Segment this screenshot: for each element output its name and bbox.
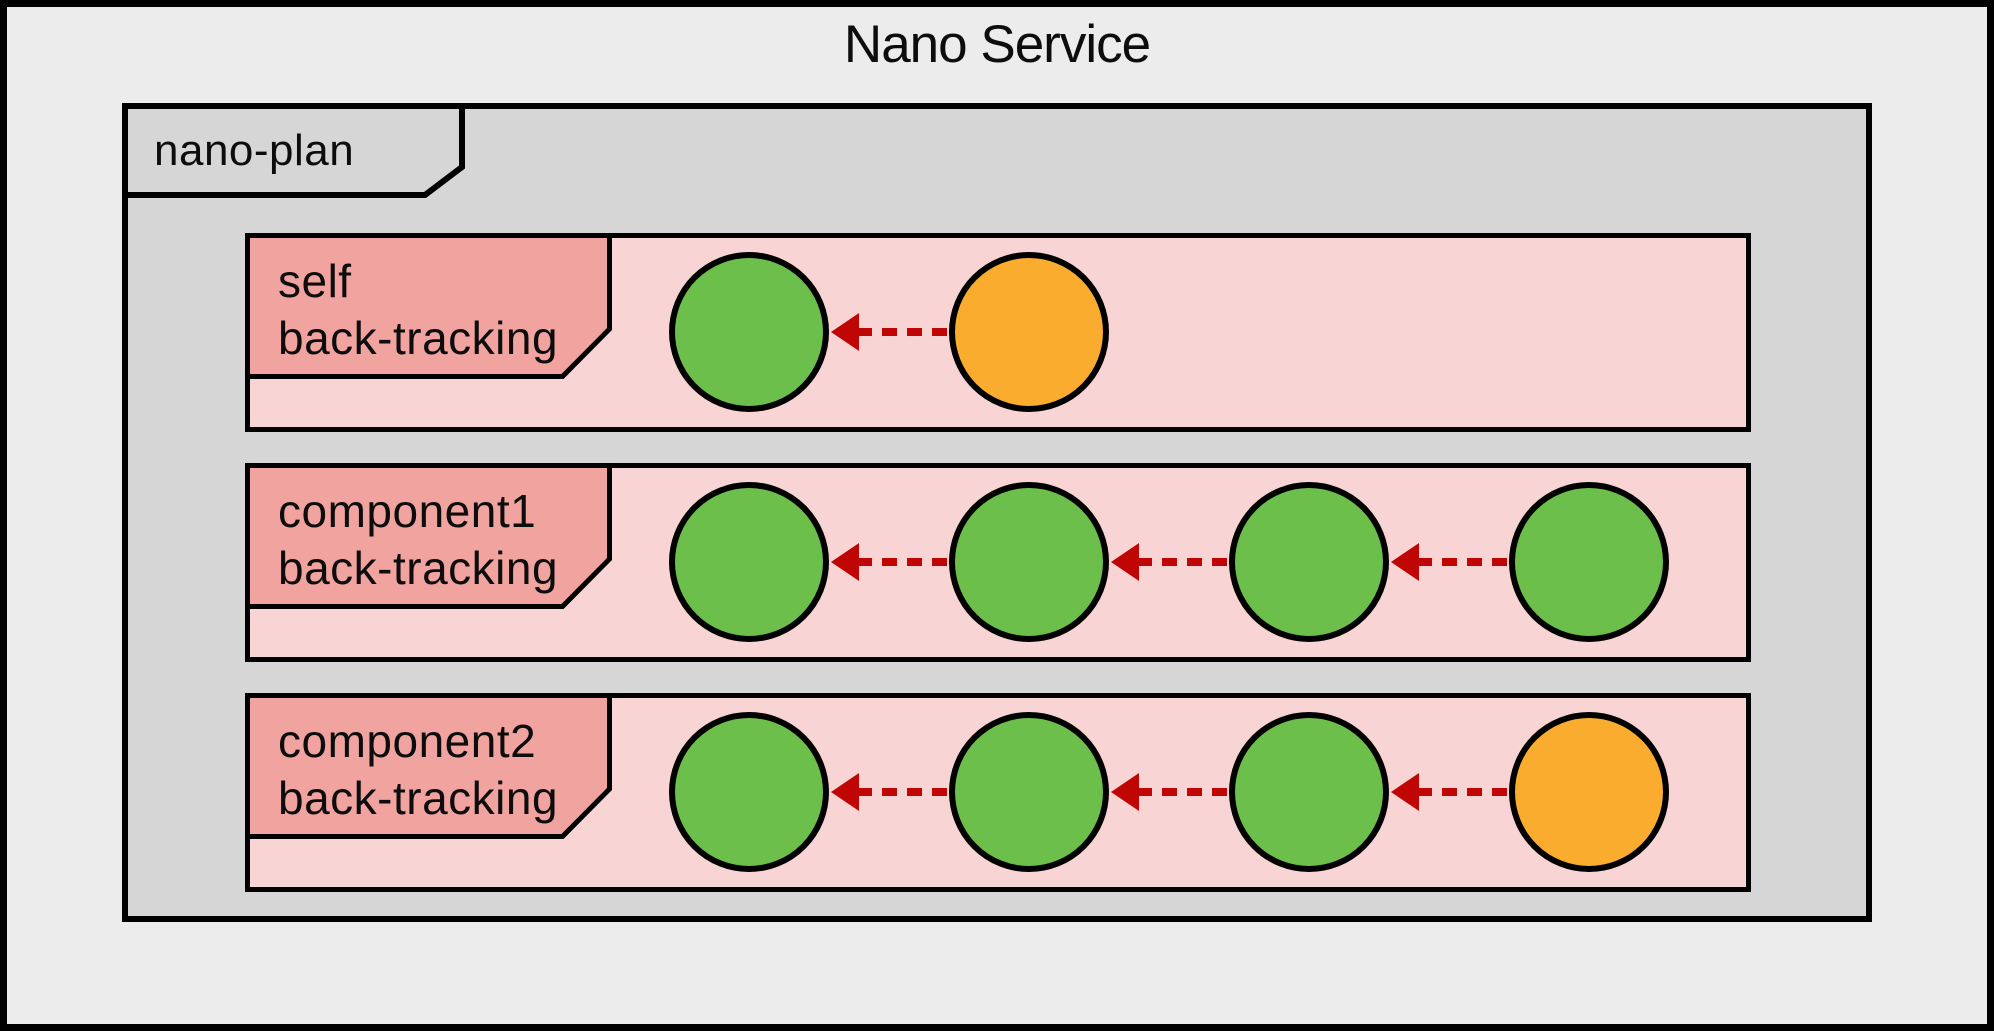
lane-label: component2 back-tracking <box>278 713 558 827</box>
lane-label-polygon <box>245 233 612 379</box>
lane-self-backtracking: self back-tracking <box>245 233 1751 432</box>
state-node-green <box>1229 482 1389 642</box>
backtrack-arrow-head <box>1111 773 1139 811</box>
backtrack-arrow-line <box>859 328 947 336</box>
lane-label-line1: component1 <box>278 485 537 537</box>
nano-plan-tab-shape <box>122 103 465 198</box>
lane-label-line1: self <box>278 255 352 307</box>
state-node-green <box>669 252 829 412</box>
backtrack-arrow-line <box>859 558 947 566</box>
diagram-title: Nano Service <box>843 15 1151 74</box>
lane-label-line2: back-tracking <box>278 542 559 594</box>
nano-plan-tab-label: nano-plan <box>154 125 355 175</box>
lane-label-line1: component2 <box>278 715 537 767</box>
state-node-green <box>669 712 829 872</box>
state-node-green <box>1229 712 1389 872</box>
backtrack-arrow-line <box>859 788 947 796</box>
lane-label-box <box>245 693 612 839</box>
backtrack-arrow-line <box>1139 558 1227 566</box>
state-node-green <box>949 482 1109 642</box>
lane-component2-backtracking: component2 back-tracking <box>245 693 1751 892</box>
lane-component1-backtracking: component1 back-tracking <box>245 463 1751 662</box>
lane-label-line2: back-tracking <box>278 312 559 364</box>
lane-label-polygon <box>245 463 612 609</box>
lane-label-box <box>245 463 612 609</box>
lane-label-box <box>245 233 612 379</box>
state-node-green <box>669 482 829 642</box>
lane-label-polygon <box>245 693 612 839</box>
state-node-green <box>949 712 1109 872</box>
backtrack-arrow-line <box>1139 788 1227 796</box>
backtrack-arrow-head <box>1391 773 1419 811</box>
nano-plan-tab: nano-plan <box>122 103 465 198</box>
nano-plan-tab-polygon <box>122 103 465 198</box>
state-node-orange <box>1509 712 1669 872</box>
backtrack-arrow-line <box>1419 788 1507 796</box>
backtrack-arrow-head <box>831 773 859 811</box>
lane-label-line2: back-tracking <box>278 772 559 824</box>
backtrack-arrow-head <box>1111 543 1139 581</box>
state-node-orange <box>949 252 1109 412</box>
backtrack-arrow-head <box>831 543 859 581</box>
backtrack-arrow-line <box>1419 558 1507 566</box>
backtrack-arrow-head <box>831 313 859 351</box>
lane-label: component1 back-tracking <box>278 483 558 597</box>
state-node-green <box>1509 482 1669 642</box>
lane-label: self back-tracking <box>278 253 558 367</box>
backtrack-arrow-head <box>1391 543 1419 581</box>
